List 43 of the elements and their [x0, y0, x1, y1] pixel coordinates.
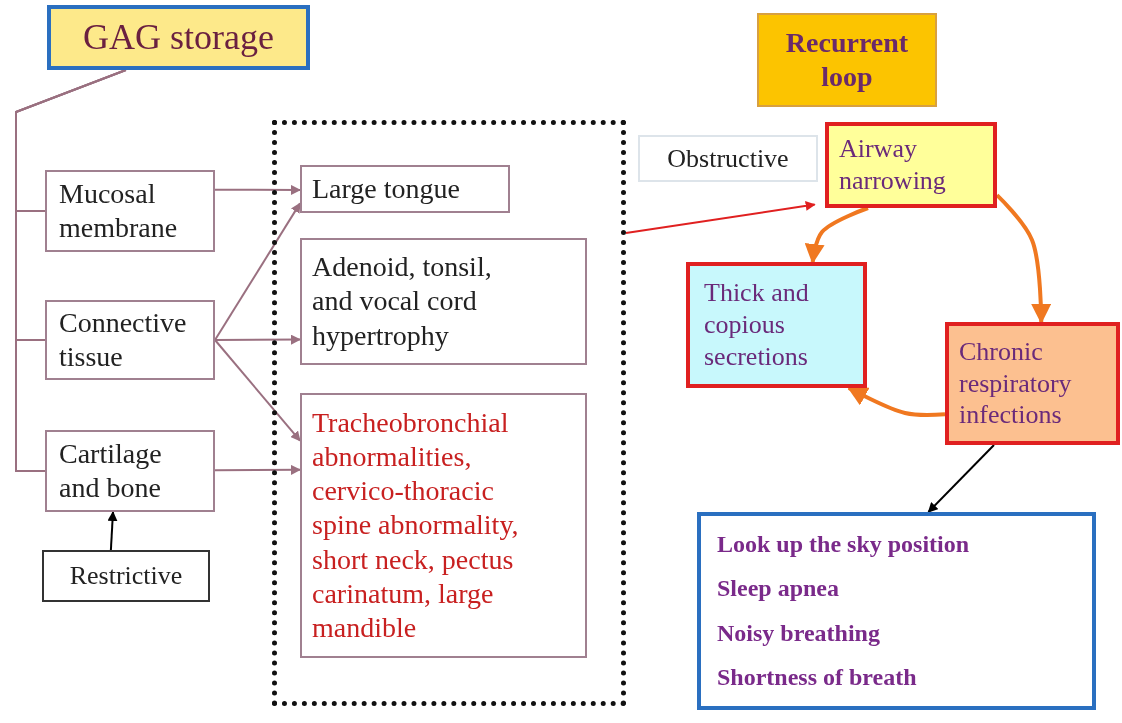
- process-box: [45, 170, 215, 252]
- node-label: GAG storage: [82, 15, 275, 59]
- process-box: [638, 135, 818, 182]
- process-box: [757, 13, 937, 107]
- node-label: Recurrent loop: [784, 25, 910, 94]
- node-label: Sleep apnea: [717, 574, 840, 604]
- process-box: [45, 300, 215, 380]
- arrow: [214, 334, 301, 345]
- arrow: [107, 511, 118, 551]
- process-box: [300, 393, 587, 658]
- arrow: [927, 444, 995, 513]
- process-box: [945, 322, 1120, 445]
- node-label: Tracheobronchial abnormalities, cervico-thoracic spine abnormality, short neck, pectus carinatum, large mandible: [312, 405, 520, 645]
- process-box: [42, 550, 210, 602]
- process-box: [300, 238, 587, 365]
- node-label: Airway narrowing: [839, 133, 947, 197]
- arrow: [214, 339, 301, 442]
- node-label: Connective tissue: [59, 305, 188, 374]
- process-box: [825, 122, 997, 208]
- node-label: Shortness of breath: [717, 663, 918, 693]
- node-label: Mucosal membrane: [59, 176, 179, 245]
- node-label: Chronic respiratory infections: [959, 335, 1073, 432]
- arrow: [804, 206, 869, 264]
- node-label: Large tongue: [312, 171, 461, 206]
- process-box: [686, 262, 867, 388]
- node-label: Restrictive: [68, 560, 184, 592]
- node-label: Cartilage and bone: [59, 436, 163, 505]
- arrow: [214, 202, 301, 341]
- node-label: Obstructive: [666, 142, 790, 175]
- process-box: [45, 430, 215, 512]
- arrow: [214, 464, 301, 475]
- arrow: [214, 184, 301, 195]
- dotted-group-box: [272, 120, 626, 706]
- arrow: [847, 386, 946, 417]
- connector-line: [15, 69, 127, 472]
- node-label: Look up the sky position: [717, 529, 971, 559]
- node-label: Adenoid, tonsil, and vocal cord hypertrophy: [312, 250, 493, 353]
- arrow: [625, 200, 816, 235]
- list-box: [697, 512, 1096, 710]
- node-label: Noisy breathing: [717, 618, 881, 648]
- process-box: [47, 5, 310, 70]
- node-label: Thick and copious secretions: [704, 277, 810, 373]
- process-box: [300, 165, 510, 213]
